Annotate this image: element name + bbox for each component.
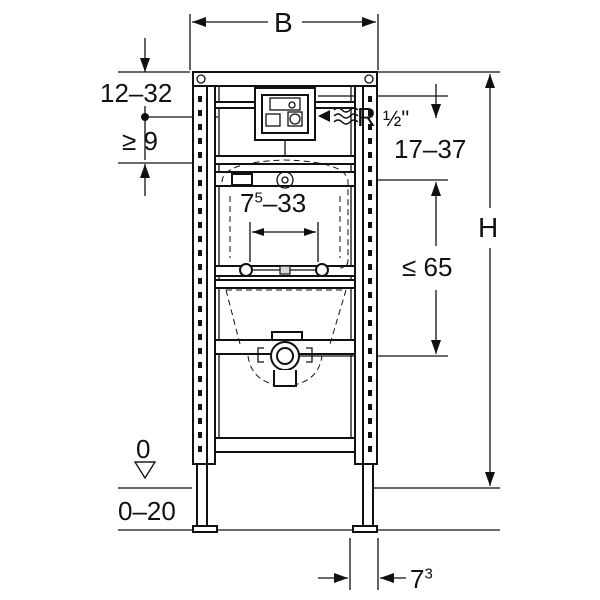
upright-perforation: [198, 390, 202, 396]
upright-perforation: [368, 334, 372, 340]
thread-label: R ½": [357, 104, 409, 130]
upright-perforation: [368, 124, 372, 130]
upright-perforation: [198, 208, 202, 214]
upright-perforation: [368, 446, 372, 452]
spacing-label: 75–33: [240, 190, 306, 216]
width-dimension: [189, 14, 379, 70]
upright-perforation: [198, 292, 202, 298]
upright-perforation: [198, 362, 202, 368]
upright-perforation: [198, 152, 202, 158]
floor-level-triangle-icon: [133, 461, 157, 480]
floor-zero-label: 0: [136, 434, 151, 464]
upright-perforation: [368, 404, 372, 410]
thread-size: ½": [383, 106, 410, 131]
upright-perforation: [368, 194, 372, 200]
top-offset-label: 12–32: [100, 78, 173, 108]
wave-water-icon: [333, 107, 359, 125]
upright-perforation: [368, 376, 372, 382]
upright-perforation: [368, 390, 372, 396]
thread-prefix: R: [357, 102, 376, 132]
upright-perforation: [368, 96, 372, 102]
upright-perforation: [368, 320, 372, 326]
upright-perforation: [198, 278, 202, 284]
drain-bend: [257, 331, 313, 387]
upright-perforation: [368, 292, 372, 298]
upright-perforation: [198, 138, 202, 144]
upright-perforation: [368, 236, 372, 242]
bolt-spacing-dimension: [249, 222, 319, 262]
upright-perforation: [198, 180, 202, 186]
height-label: H: [478, 212, 499, 243]
foot-base: 7: [410, 564, 425, 594]
upright-perforation: [198, 96, 202, 102]
drain-height-label: ≤ 65: [402, 252, 453, 282]
upright-perforation: [368, 166, 372, 172]
upright-perforation: [368, 362, 372, 368]
upright-perforation: [198, 236, 202, 242]
floor-lines: [118, 461, 500, 531]
min-gap-label: ≥ 9: [122, 126, 158, 156]
upright-perforation: [368, 110, 372, 116]
flush-actuator: [231, 171, 294, 189]
height-dimension: [368, 71, 500, 489]
upright-perforation: [198, 446, 202, 452]
upright-perforation: [198, 222, 202, 228]
upright-perforation: [198, 306, 202, 312]
upright-perforation: [198, 404, 202, 410]
upright-perforation: [198, 264, 202, 270]
upright-perforation: [198, 124, 202, 130]
upright-perforation: [368, 278, 372, 284]
upright-perforation: [198, 320, 202, 326]
mounting-bolts: [239, 263, 329, 277]
upright-perforation: [198, 250, 202, 256]
upright-perforation: [198, 334, 202, 340]
upright-perforation: [368, 432, 372, 438]
upright-perforation: [198, 166, 202, 172]
spacing-sup: 5: [254, 189, 263, 207]
upright-perforation: [368, 264, 372, 270]
upright-perforation: [368, 222, 372, 228]
supply-dimension: [318, 84, 448, 118]
upright-perforation: [198, 432, 202, 438]
spacing-base: 7: [240, 188, 255, 218]
upright-perforation: [368, 138, 372, 144]
upright-perforation: [368, 348, 372, 354]
upright-perforation: [368, 180, 372, 186]
supply-box: [254, 87, 330, 156]
upright-perforation: [198, 376, 202, 382]
supply-range-label: 17–37: [394, 134, 467, 164]
upright-perforation: [368, 418, 372, 424]
upright-perforation: [198, 418, 202, 424]
upright-perforation: [198, 348, 202, 354]
upright-perforation: [198, 194, 202, 200]
upright-perforation: [198, 110, 202, 116]
upright-perforation: [368, 208, 372, 214]
upright-perforation: [368, 152, 372, 158]
width-label: B: [274, 7, 293, 38]
floor-range-label: 0–20: [118, 496, 176, 526]
spacing-rest: –33: [262, 188, 307, 218]
foot-sup: 3: [424, 565, 433, 583]
upright-perforation: [368, 250, 372, 256]
foot-label: 73: [410, 566, 433, 592]
foot-dimension: [318, 538, 406, 590]
upright-perforation: [368, 306, 372, 312]
